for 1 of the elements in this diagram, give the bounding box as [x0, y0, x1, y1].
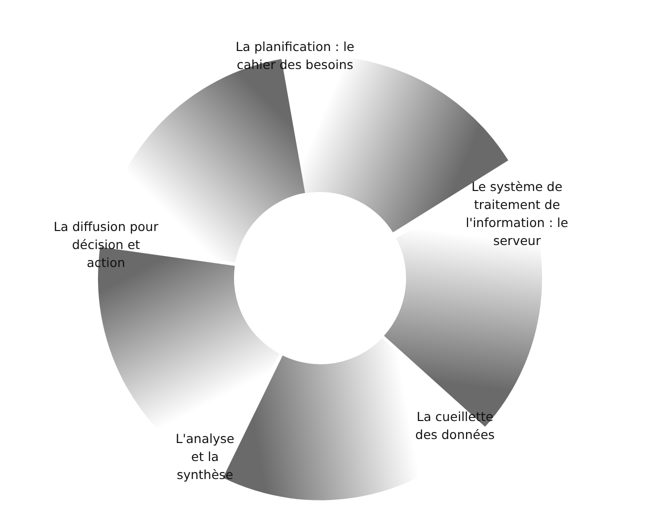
segment-label: Le système de traitement de l'information : le serveur: [464, 178, 570, 250]
